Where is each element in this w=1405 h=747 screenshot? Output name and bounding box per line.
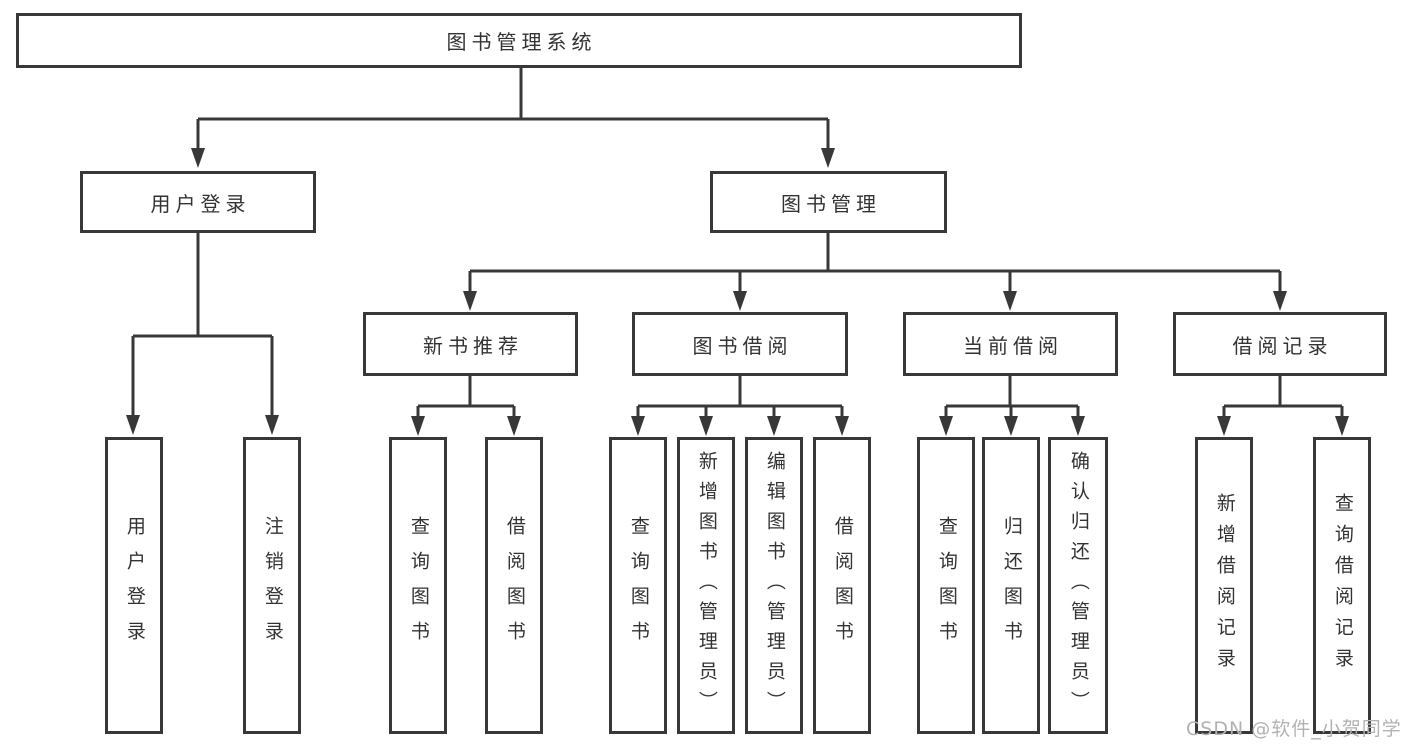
node-book-borrowing: 图书借阅 bbox=[632, 312, 848, 376]
leaf-label: 新增借阅记录 bbox=[1213, 492, 1236, 679]
leaf-borrowing-borrow-books: 借阅图书 bbox=[813, 437, 871, 734]
leaf-label: 查询图书 bbox=[627, 515, 650, 656]
leaf-user-login: 用户登录 bbox=[105, 437, 163, 734]
csdn-watermark: CSDN @软件_小贺同学 bbox=[1186, 718, 1402, 740]
leaf-current-return-books: 归还图书 bbox=[982, 437, 1040, 734]
node-current-borrowing: 当前借阅 bbox=[903, 312, 1118, 376]
connector-book-borrowing-children bbox=[631, 376, 849, 436]
node-label: 图书管理 bbox=[781, 191, 881, 216]
leaf-current-search-books: 查询图书 bbox=[917, 437, 975, 734]
node-label: 用户登录 bbox=[150, 191, 251, 216]
connector-current-borrowing-children bbox=[939, 376, 1085, 436]
leaf-records-add-borrow-record: 新增借阅记录 bbox=[1195, 437, 1253, 734]
connector-user-login-children bbox=[126, 233, 279, 435]
leaf-label: 编辑图书（管理员） bbox=[763, 450, 786, 721]
leaf-label: 确认归还（管理员） bbox=[1067, 450, 1090, 721]
leaf-label: 查询借阅记录 bbox=[1331, 492, 1354, 679]
leaf-logout: 注销登录 bbox=[243, 437, 301, 734]
node-label: 借阅记录 bbox=[1232, 333, 1333, 358]
leaf-label: 借阅图书 bbox=[503, 515, 526, 656]
node-new-book-recommendation: 新书推荐 bbox=[363, 312, 578, 376]
leaf-borrowing-edit-books-admin: 编辑图书（管理员） bbox=[745, 437, 803, 734]
leaf-label: 用户登录 bbox=[123, 515, 146, 656]
node-borrowing-records: 借阅记录 bbox=[1173, 312, 1387, 376]
leaf-label: 查询图书 bbox=[935, 515, 958, 656]
connector-new-book-children bbox=[411, 376, 521, 436]
node-label: 当前借阅 bbox=[963, 333, 1063, 358]
leaf-newbook-search-books: 查询图书 bbox=[389, 437, 447, 734]
node-book-management: 图书管理 bbox=[710, 171, 947, 233]
node-label: 新书推荐 bbox=[423, 333, 523, 358]
leaf-records-search-borrow-record: 查询借阅记录 bbox=[1313, 437, 1371, 734]
leaf-label: 新增图书（管理员） bbox=[695, 450, 718, 721]
node-library-management-system: 图书管理系统 bbox=[16, 13, 1022, 68]
leaf-label: 借阅图书 bbox=[831, 515, 854, 656]
connector-borrowing-records-children bbox=[1217, 376, 1349, 436]
leaf-newbook-borrow-books: 借阅图书 bbox=[485, 437, 543, 734]
leaf-current-confirm-return-admin: 确认归还（管理员） bbox=[1048, 437, 1108, 734]
node-label: 图书借阅 bbox=[692, 333, 793, 358]
leaf-borrowing-add-books-admin: 新增图书（管理员） bbox=[677, 437, 735, 734]
leaf-label: 归还图书 bbox=[1000, 515, 1023, 656]
node-user-login: 用户登录 bbox=[80, 171, 316, 233]
leaf-label: 查询图书 bbox=[407, 515, 430, 656]
node-label: 图书管理系统 bbox=[446, 30, 597, 54]
leaf-label: 注销登录 bbox=[261, 515, 284, 656]
leaf-borrowing-search-books: 查询图书 bbox=[609, 437, 667, 734]
connector-root-to-level2 bbox=[191, 68, 835, 168]
connector-book-management-children bbox=[463, 233, 1287, 311]
